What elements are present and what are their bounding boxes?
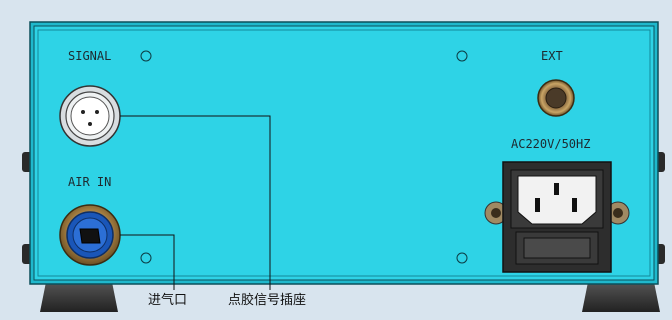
- ext-label: EXT: [541, 49, 563, 63]
- signal-socket-callout: 点胶信号插座: [228, 292, 306, 308]
- ext-connector[interactable]: [537, 79, 575, 117]
- air-in-label: AIR IN: [68, 175, 111, 189]
- power-label: AC220V/50HZ: [511, 137, 590, 151]
- signal-label: SIGNAL: [68, 49, 111, 63]
- power-inlet[interactable]: [484, 161, 630, 273]
- callout-lines: [120, 115, 271, 290]
- signal-connector[interactable]: [59, 85, 121, 147]
- signal-leader: [120, 115, 271, 290]
- air-inlet-callout: 进气口: [148, 292, 187, 308]
- rubber-feet: [40, 282, 660, 312]
- air-inlet-fitting[interactable]: [59, 204, 121, 266]
- mounting-holes: [140, 50, 468, 264]
- air-inlet-leader: [120, 234, 175, 290]
